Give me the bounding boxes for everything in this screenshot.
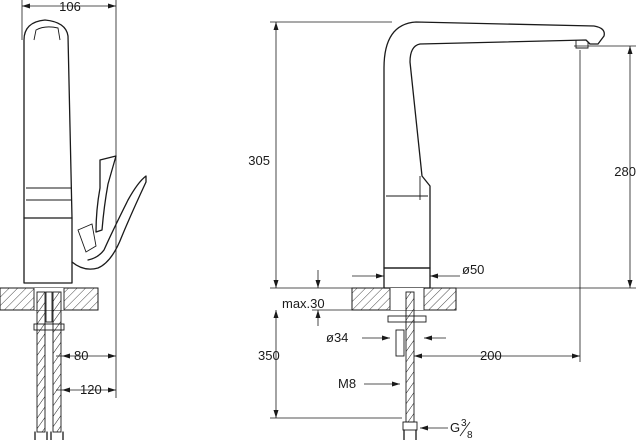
front-spout-body [383, 21, 605, 269]
dim-106-arrow-right [108, 3, 116, 9]
dim-350-arrow-bottom [273, 410, 279, 418]
side-hose-ends [34, 431, 64, 440]
dim-305-arrow-bottom [273, 280, 279, 288]
side-lever-grip [95, 155, 117, 233]
dim-34-arrow-left [382, 335, 390, 341]
front-aerator [575, 40, 589, 49]
front-base [383, 267, 431, 289]
dim-max30-arrow-top [315, 280, 321, 288]
dim-max30-arrow-bottom [315, 310, 321, 318]
dim-280-arrow-top [627, 46, 633, 54]
m8-arrow [392, 381, 400, 387]
label-106: 106 [59, 0, 81, 14]
dim-200-arrow-right [572, 353, 580, 359]
dim-120-arrow-left [62, 387, 70, 393]
label-g: G [450, 420, 460, 435]
dim-106-arrow-left [22, 3, 30, 9]
g38-arrow [420, 425, 428, 431]
side-fixing-plate [33, 323, 65, 331]
dim-80-arrow-right [108, 353, 116, 359]
label-280: 280 [614, 164, 636, 179]
front-view: 305 280 ø50 max.30 ø34 350 200 M8 G 3 8 [248, 21, 636, 440]
dim-120-arrow-right [108, 387, 116, 393]
label-200: 200 [480, 348, 502, 363]
side-base [23, 217, 73, 284]
dim-50-arrow-left [376, 273, 384, 279]
side-spout-body [23, 19, 73, 219]
side-spout-top-cap [33, 26, 61, 41]
front-hose-end [403, 429, 417, 440]
front-hose [405, 291, 415, 423]
dim-305-arrow-top [273, 22, 279, 30]
dim-350-arrow-top [273, 310, 279, 318]
label-120: 120 [80, 382, 102, 397]
side-hose-right [52, 291, 62, 433]
front-stud [395, 329, 405, 357]
label-g-num: 3 [461, 418, 467, 429]
label-d50: ø50 [462, 262, 484, 277]
label-80: 80 [74, 348, 88, 363]
label-max30: max.30 [282, 296, 325, 311]
side-stud [45, 291, 53, 323]
dim-280-arrow-bottom [627, 280, 633, 288]
side-lever-joint [77, 223, 97, 253]
label-g-den: 8 [467, 430, 473, 440]
side-hose-left [36, 291, 46, 433]
fraction-bar [459, 421, 471, 437]
label-305: 305 [248, 153, 270, 168]
dim-34-arrow-right [424, 335, 432, 341]
side-view: 106 80 120 [0, 0, 147, 440]
dim-80-arrow-left [62, 353, 70, 359]
side-lever [71, 175, 147, 270]
label-m8: M8 [338, 376, 356, 391]
dim-200-arrow-left [414, 353, 422, 359]
label-d34: ø34 [326, 330, 348, 345]
label-350: 350 [258, 348, 280, 363]
dim-50-arrow-right [430, 273, 438, 279]
front-hose-nut [402, 421, 418, 431]
